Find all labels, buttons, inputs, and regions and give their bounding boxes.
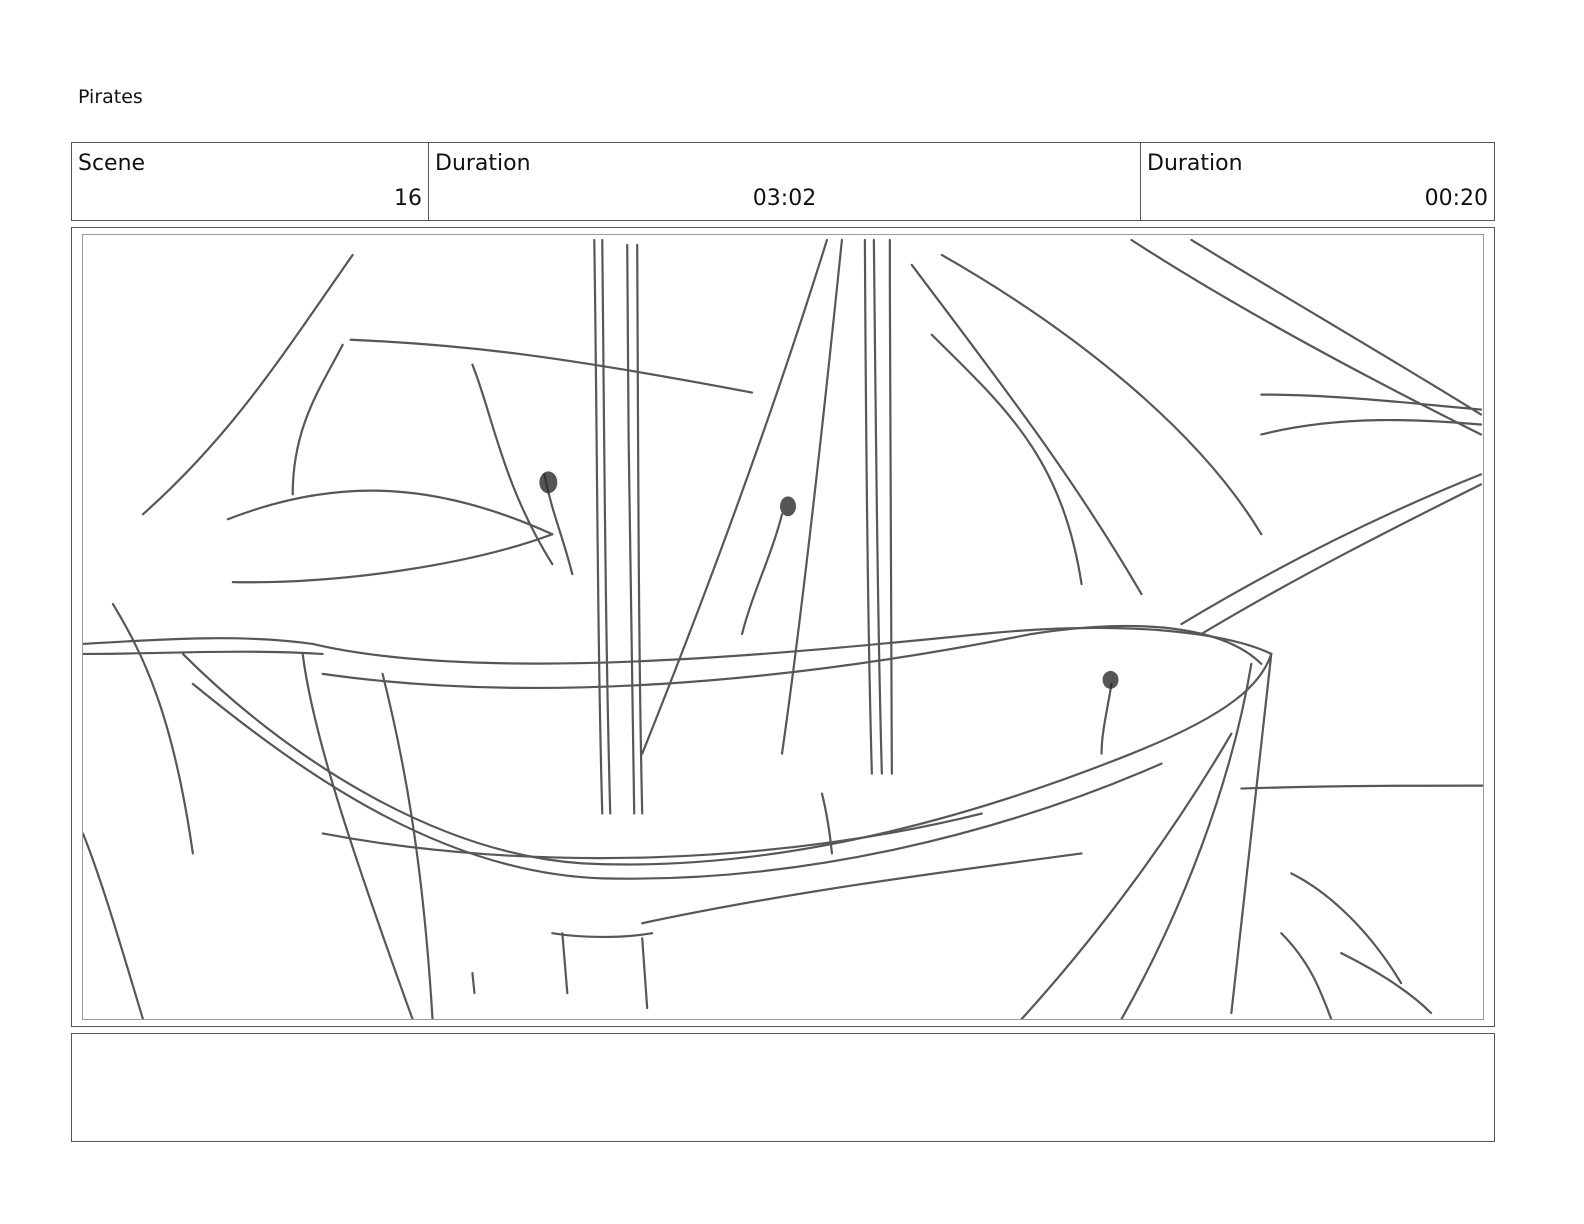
panel-notes bbox=[71, 1033, 1495, 1142]
duration-cell: Duration 03:02 bbox=[428, 143, 1140, 220]
panel-image-area bbox=[82, 234, 1484, 1020]
duration-label: Duration bbox=[435, 151, 531, 176]
figure-head-right bbox=[1102, 670, 1119, 689]
ship-sketch bbox=[83, 238, 1483, 1019]
scene-number: 16 bbox=[394, 186, 422, 211]
shot-duration-label: Duration bbox=[1147, 151, 1243, 176]
info-bar: Scene 16 Duration 03:02 Duration 00:20 bbox=[71, 142, 1495, 221]
duration-value: 03:02 bbox=[752, 186, 817, 211]
shot-duration-value: 00:20 bbox=[1424, 186, 1488, 211]
scene-cell: Scene 16 bbox=[72, 143, 428, 220]
figure-head-center bbox=[780, 496, 796, 517]
figure-head-left bbox=[539, 471, 558, 494]
scene-label: Scene bbox=[78, 151, 146, 176]
project-title: Pirates bbox=[78, 86, 143, 108]
shot-duration-cell: Duration 00:20 bbox=[1140, 143, 1494, 220]
storyboard-panel bbox=[71, 227, 1495, 1027]
